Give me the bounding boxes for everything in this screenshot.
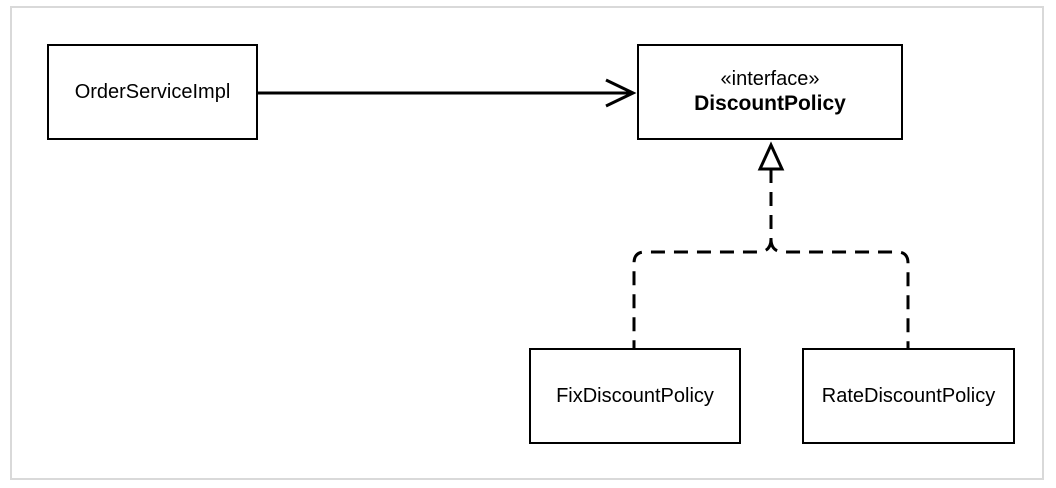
- interface-box-discount-policy: «interface» DiscountPolicy: [637, 44, 903, 140]
- realization-arrowhead: [757, 141, 785, 171]
- interface-name: DiscountPolicy: [694, 92, 846, 116]
- interface-stereotype: «interface»: [720, 68, 820, 91]
- realization-connector: [632, 169, 910, 348]
- association-arrow: [258, 78, 637, 108]
- class-name: OrderServiceImpl: [74, 81, 231, 103]
- class-box-rate-discount-policy: RateDiscountPolicy: [802, 348, 1015, 444]
- class-name: RateDiscountPolicy: [821, 385, 996, 407]
- class-box-fix-discount-policy: FixDiscountPolicy: [529, 348, 741, 444]
- class-name: FixDiscountPolicy: [556, 385, 714, 407]
- class-box-order-service-impl: OrderServiceImpl: [47, 44, 258, 140]
